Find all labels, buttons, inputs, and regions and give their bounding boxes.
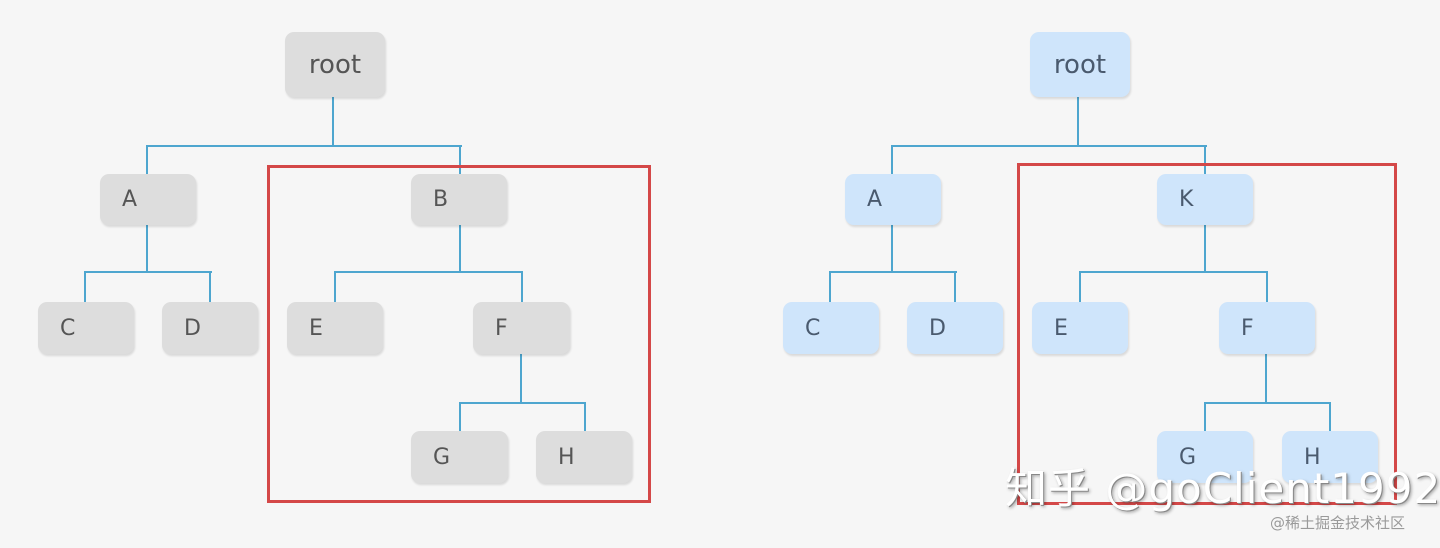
connector (146, 145, 148, 174)
node-c: C (783, 302, 879, 354)
connector (84, 271, 212, 273)
connector (1204, 402, 1206, 431)
node-root: root (285, 32, 385, 97)
connector (1079, 271, 1081, 302)
connector (891, 145, 1207, 147)
node-f: F (473, 302, 570, 354)
connector (891, 145, 893, 174)
highlight-box (1017, 163, 1397, 505)
node-e: E (287, 302, 383, 354)
node-root: root (1030, 32, 1130, 97)
node-a: A (100, 174, 196, 225)
connector (146, 145, 462, 147)
connector (1204, 225, 1206, 273)
node-e: E (1032, 302, 1128, 354)
node-h: H (536, 431, 632, 483)
connector (1266, 271, 1268, 302)
connector (829, 271, 957, 273)
node-h: H (1282, 431, 1378, 483)
connector (1079, 271, 1268, 273)
connector (84, 271, 86, 302)
node-c: C (38, 302, 134, 354)
connector (459, 402, 586, 404)
node-g: G (411, 431, 508, 483)
connector (1329, 402, 1331, 431)
connector (954, 271, 956, 302)
connector (209, 271, 211, 302)
connector (584, 402, 586, 431)
watermark-secondary: @稀土掘金技术社区 (1270, 514, 1406, 532)
node-f: F (1219, 302, 1315, 354)
node-k: K (1157, 174, 1253, 225)
connector (459, 145, 461, 174)
connector (1077, 97, 1079, 147)
node-d: D (907, 302, 1003, 354)
node-g: G (1157, 431, 1253, 483)
connector (334, 271, 523, 273)
connector (891, 225, 893, 273)
connector (1204, 145, 1206, 174)
watermark: 知乎 @goClient1992 (1005, 464, 1440, 513)
connector (1204, 402, 1331, 404)
highlight-box (267, 165, 651, 503)
connector (1265, 354, 1267, 404)
connector (459, 402, 461, 431)
node-d: D (162, 302, 258, 354)
connector (146, 225, 148, 273)
node-b: B (411, 174, 507, 225)
connector (520, 354, 522, 404)
connector (334, 271, 336, 302)
connector (332, 97, 334, 147)
connector (829, 271, 831, 302)
connector (459, 225, 461, 273)
connector (521, 271, 523, 302)
node-a: A (845, 174, 941, 225)
